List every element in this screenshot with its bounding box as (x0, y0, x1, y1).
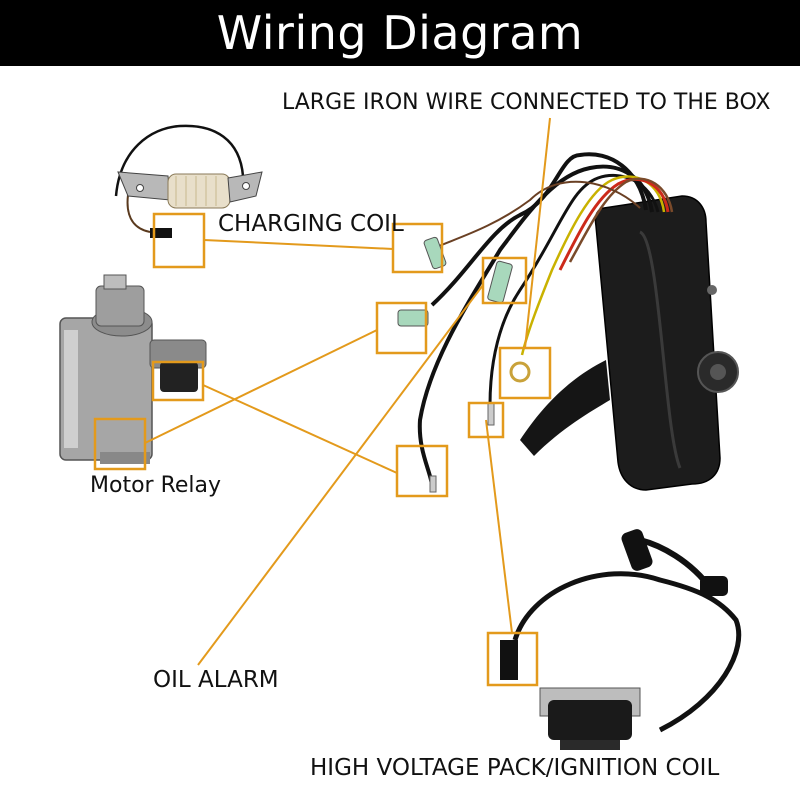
leader-line-iron-wire (524, 117, 551, 349)
leader-lines (144, 117, 551, 666)
label-motor-relay: Motor Relay (90, 473, 222, 498)
charging-coil-part (114, 124, 263, 238)
label-ignition-coil: HIGH VOLTAGE PACK/IGNITION COIL (310, 755, 720, 781)
leader-line-ignition (485, 419, 513, 634)
callout-box-bottom-pin (395, 444, 449, 498)
starter-motor-part (59, 274, 207, 464)
page-title: Wiring Diagram (216, 6, 584, 60)
callout-box-left-connector (375, 301, 428, 355)
control-box-part (397, 152, 739, 493)
leader-line-oil-alarm (197, 284, 484, 666)
callout-box-black-pin (467, 401, 505, 439)
callout-box-green-connector (481, 256, 528, 305)
ignition-coil-part (500, 529, 742, 750)
leader-line-charging (203, 239, 394, 250)
leader-line-motor-body (144, 329, 378, 444)
callout-box-ignition-plug (486, 631, 539, 687)
callout-box-charging-coil-plug (152, 212, 206, 269)
callout-boxes (93, 212, 552, 687)
title-bar: Wiring Diagram (0, 0, 800, 66)
callout-box-relay-terminal (151, 360, 205, 402)
label-oil-alarm: OIL ALARM (153, 667, 279, 693)
callout-box-iron-wire-ring (498, 346, 552, 400)
label-charging-coil: CHARGING COIL (218, 211, 404, 237)
callout-box-motor-body (93, 417, 147, 471)
leader-line-relay (202, 384, 398, 474)
label-iron-wire: LARGE IRON WIRE CONNECTED TO THE BOX (282, 90, 771, 115)
